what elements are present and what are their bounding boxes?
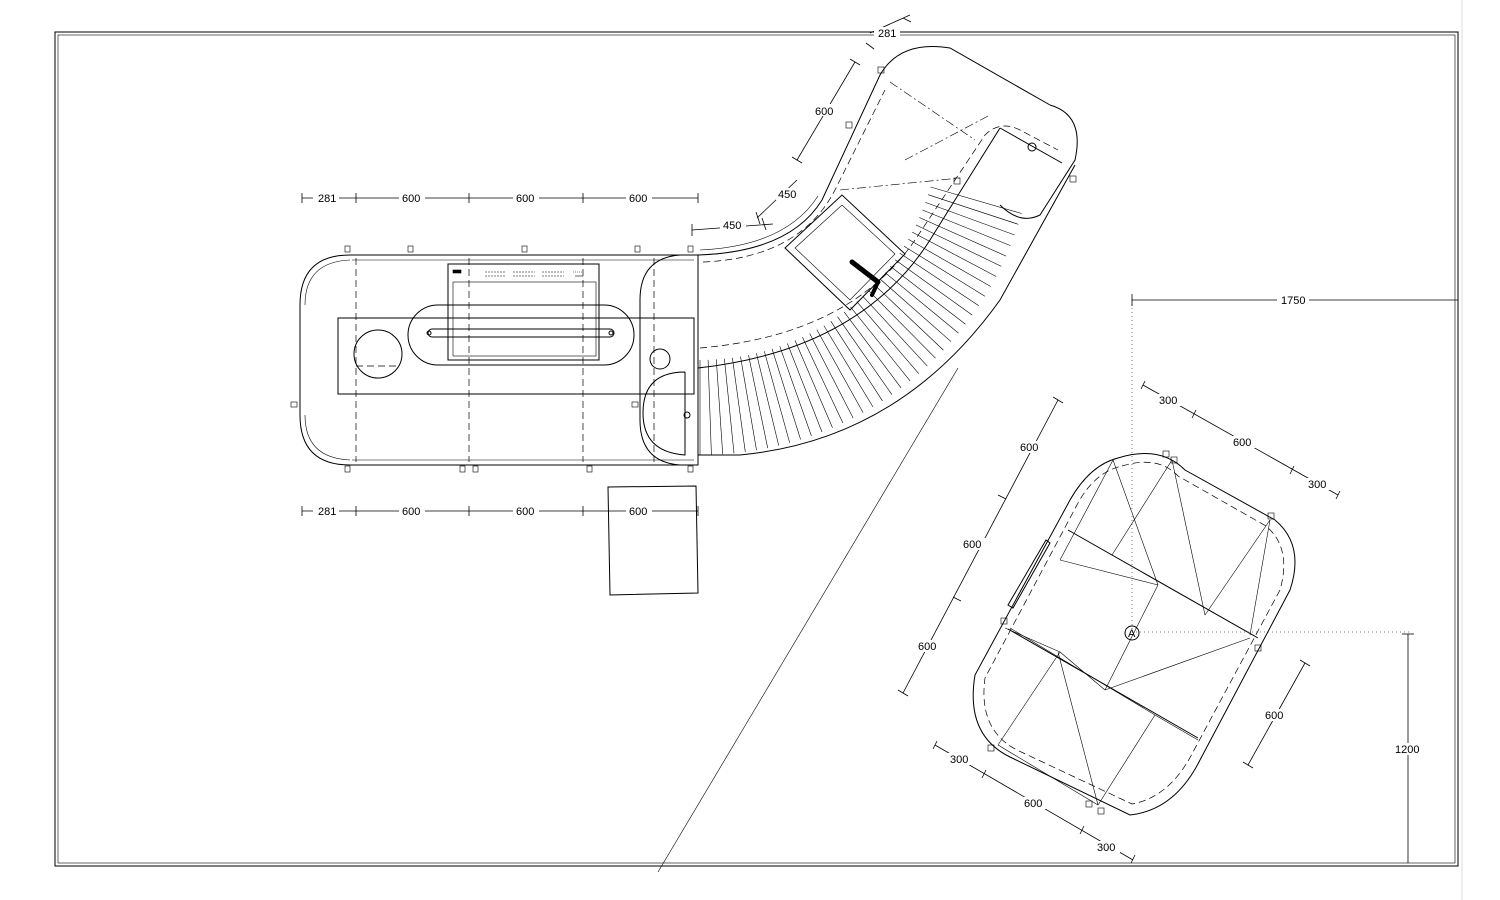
svg-text:A: A bbox=[1128, 628, 1136, 640]
dim-curve-450-b: 450 bbox=[723, 220, 741, 232]
stool-box bbox=[607, 485, 699, 596]
slat-line bbox=[856, 301, 920, 374]
slat-line bbox=[787, 343, 823, 433]
dim-island-bottom-1: 600 bbox=[1024, 798, 1042, 810]
dim-curve-450-a: 450 bbox=[778, 189, 796, 201]
slat-line bbox=[922, 209, 1011, 246]
slat-line bbox=[794, 340, 833, 428]
slat-line bbox=[748, 355, 768, 449]
dim-curve-top: 281 bbox=[878, 28, 896, 40]
slat-line bbox=[716, 359, 723, 455]
dim-counter-top-1: 600 bbox=[402, 193, 420, 205]
slat-line bbox=[809, 333, 854, 419]
slat-line bbox=[816, 329, 864, 413]
slat-line bbox=[837, 316, 893, 395]
slat-line bbox=[771, 348, 801, 440]
dim-counter-bottom-1: 600 bbox=[402, 506, 420, 518]
slat-line bbox=[899, 252, 979, 307]
slat-line bbox=[908, 239, 991, 287]
dim-overall-width: 1750 bbox=[1281, 295, 1305, 307]
slat-line bbox=[890, 266, 966, 325]
dim-island-top-1: 600 bbox=[1233, 437, 1251, 449]
diagonal-reference-line bbox=[657, 367, 959, 873]
dim-island-left-0: 600 bbox=[1020, 442, 1038, 454]
slat-line bbox=[850, 306, 911, 382]
dim-counter-bottom-0: 281 bbox=[318, 506, 336, 518]
slat-line bbox=[764, 351, 790, 443]
slat-line bbox=[912, 231, 997, 277]
slat-line bbox=[925, 202, 1015, 236]
slat-line bbox=[868, 290, 936, 359]
slat-line bbox=[874, 284, 944, 351]
curved-counter bbox=[697, 46, 1078, 456]
slat-line bbox=[740, 356, 757, 451]
sheet-border bbox=[54, 0, 1463, 900]
slat-line bbox=[903, 245, 986, 297]
slat-line bbox=[879, 278, 952, 342]
slat-line bbox=[756, 353, 779, 446]
slat-line bbox=[885, 272, 959, 334]
slat-line bbox=[915, 224, 1002, 267]
slat-line bbox=[862, 296, 928, 367]
curved-slats bbox=[699, 186, 1022, 455]
slat-line bbox=[843, 311, 902, 389]
dim-counter-top-2: 600 bbox=[516, 193, 534, 205]
dim-island-right-600: 600 bbox=[1265, 710, 1283, 722]
dim-counter-bottom-3: 600 bbox=[629, 506, 647, 518]
island: A bbox=[972, 300, 1410, 816]
slat-line bbox=[802, 336, 844, 424]
dim-island-left-2: 600 bbox=[918, 641, 936, 653]
slat-line bbox=[779, 346, 812, 436]
straight-counter bbox=[290, 245, 699, 473]
dim-counter-top-3: 600 bbox=[629, 193, 647, 205]
dim-counter-bottom-2: 600 bbox=[516, 506, 534, 518]
dimension-labels: 281 600 600 600 281 600 600 600 281 600 … bbox=[313, 27, 1424, 854]
dim-island-bottom-2: 300 bbox=[1097, 842, 1115, 854]
slat-line bbox=[919, 217, 1007, 257]
dim-island-left-1: 600 bbox=[963, 539, 981, 551]
dim-counter-top-0: 281 bbox=[318, 193, 336, 205]
slat-line bbox=[830, 321, 883, 402]
slat-line bbox=[823, 325, 874, 408]
slat-line bbox=[894, 259, 973, 316]
slat-line bbox=[724, 358, 735, 454]
dim-island-bottom-0: 300 bbox=[950, 754, 968, 766]
dim-overall-height: 1200 bbox=[1395, 744, 1419, 756]
dim-island-top-2: 300 bbox=[1308, 479, 1326, 491]
dim-island-top-0: 300 bbox=[1159, 395, 1177, 407]
slat-line bbox=[928, 194, 1019, 225]
slat-line bbox=[707, 359, 712, 455]
slat-line bbox=[732, 357, 746, 452]
dimension-lines bbox=[301, 14, 1458, 864]
slat-line bbox=[930, 186, 1022, 214]
dim-curve-600: 600 bbox=[815, 106, 833, 118]
